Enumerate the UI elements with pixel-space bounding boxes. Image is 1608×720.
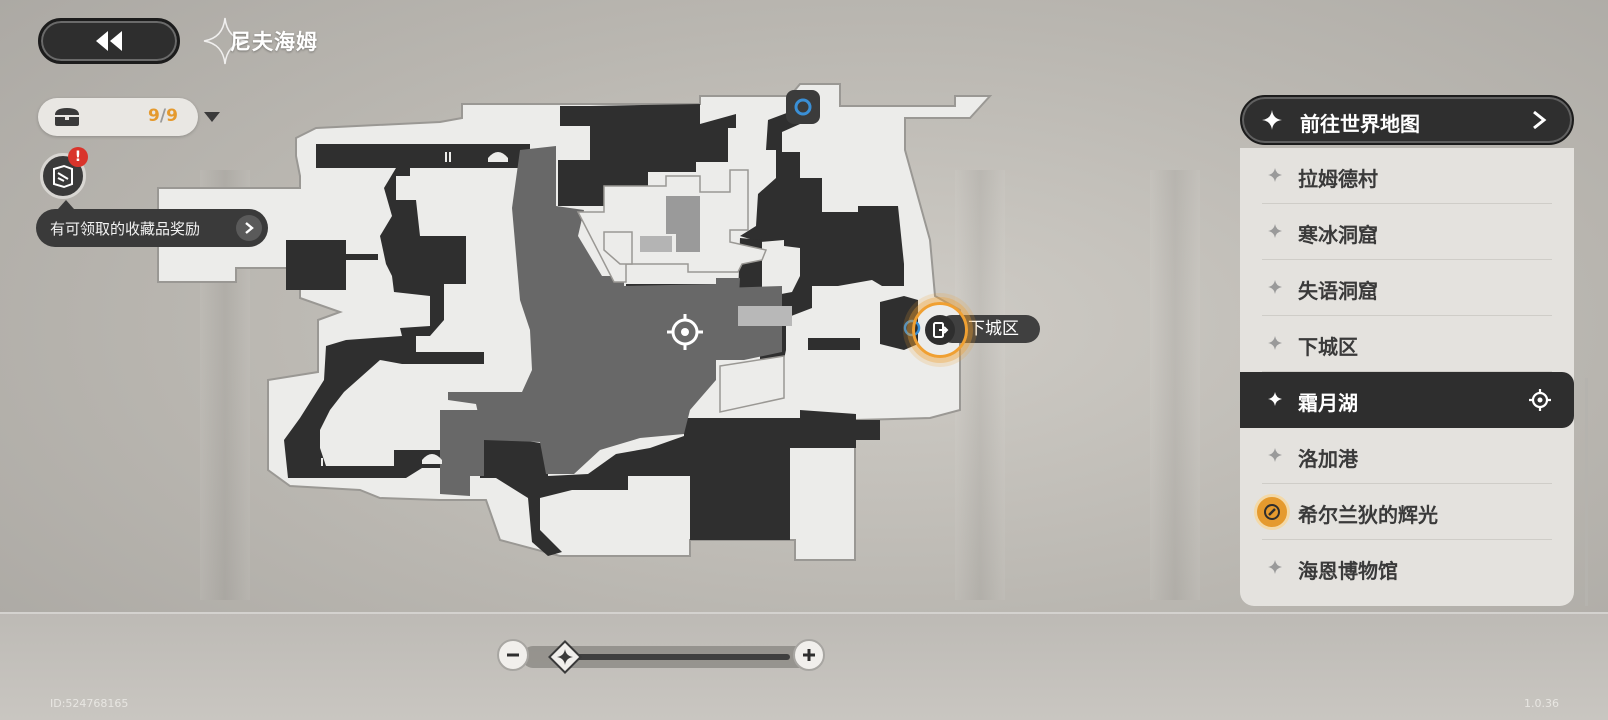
map-ladder-markers [321,152,833,466]
chevron-right-icon[interactable] [236,215,262,241]
sparkle-icon [1268,168,1282,182]
area-list-scrollbar[interactable] [1585,378,1588,606]
chest-separator: / [159,106,167,126]
area-item-name: 失语洞窟 [1298,279,1378,303]
zoom-slider-track[interactable] [522,646,822,668]
area-item-name: 寒冰洞窟 [1298,223,1378,247]
sparkle-icon [1268,224,1282,238]
map-inner-grey-block [738,306,792,326]
sparkle-icon [1268,560,1282,574]
reward-tooltip-text: 有可领取的收藏品奖励 [50,219,201,238]
area-item-name: 洛加港 [1298,447,1358,471]
map-medium-region [440,146,782,496]
locate-icon [1529,389,1551,411]
exit-marker[interactable] [912,302,968,358]
area-item-name: 海恩博物馆 [1298,559,1398,583]
zoom-in-button[interactable] [793,639,825,671]
sparkle-icon [1268,280,1282,294]
sparkle-icon [203,17,247,65]
area-item-name: 霜月湖 [1298,391,1358,415]
chevron-right-icon [1512,102,1566,138]
version-number: 1.0.36 [1524,697,1559,710]
map-light-patch [719,355,785,413]
zoom-slider-fill [552,654,790,660]
map-player-position[interactable] [667,314,703,350]
collection-book-icon [53,164,73,189]
area-item-active[interactable]: 霜月湖 [1240,372,1574,428]
chest-collected: 9 [148,106,160,126]
area-item-name: 下城区 [1298,335,1358,359]
quest-icon [1254,494,1290,530]
map-inner-grey-block [640,236,672,252]
map-inner-grey-block [666,196,700,252]
background-pillar [955,170,1005,600]
plus-icon [803,649,815,661]
chest-counter-dropdown[interactable]: 9/9 [38,98,220,136]
sparkle-icon [1262,110,1282,130]
map-waypoint[interactable] [786,90,820,124]
chest-icon [55,108,79,126]
area-item[interactable]: 寒冰洞窟 [1262,204,1552,260]
area-item-name: 希尔兰狄的辉光 [1298,503,1438,527]
background-pillar [1150,170,1200,600]
area-item[interactable]: 拉姆德村 [1262,148,1552,204]
background-floor-line [0,612,1608,614]
area-item-quest[interactable]: 希尔兰狄的辉光 [1254,484,1552,540]
double-chevron-left-icon [96,31,122,51]
area-item[interactable]: 海恩博物馆 [1262,540,1552,596]
sparkle-icon [1268,392,1282,406]
sparkle-icon [1268,336,1282,350]
area-item[interactable]: 洛加港 [1262,428,1552,484]
minus-icon [507,653,519,657]
chest-count: 9/9 [148,106,178,126]
subarea-label[interactable]: 下城区 [938,315,1040,343]
area-title: 尼夫海姆 [230,30,318,54]
world-map-label: 前往世界地图 [1300,112,1420,136]
area-item[interactable]: 失语洞窟 [1262,260,1552,316]
map-light-patch [603,231,633,265]
area-list[interactable]: 拉姆德村 寒冰洞窟 失语洞窟 下城区 霜月湖 洛加港 希尔兰狄的辉光 海恩博物馆 [1240,148,1574,606]
area-item-name: 拉姆德村 [1298,167,1378,191]
exit-door-icon [925,315,955,345]
alert-badge: ! [68,147,88,167]
zoom-out-button[interactable] [497,639,529,671]
world-map-button[interactable]: 前往世界地图 [1240,95,1574,145]
reward-tooltip[interactable]: 有可领取的收藏品奖励 [36,209,268,247]
sparkle-icon [1268,448,1282,462]
chevron-down-icon [204,112,220,122]
zoom-slider-handle[interactable] [548,640,582,674]
tooltip-arrow [58,200,74,209]
user-id: ID:524768165 [50,697,129,710]
area-item[interactable]: 下城区 [1262,316,1552,372]
map-chest-markers [422,152,508,464]
chest-total: 9 [166,106,178,126]
back-button[interactable] [38,18,180,64]
